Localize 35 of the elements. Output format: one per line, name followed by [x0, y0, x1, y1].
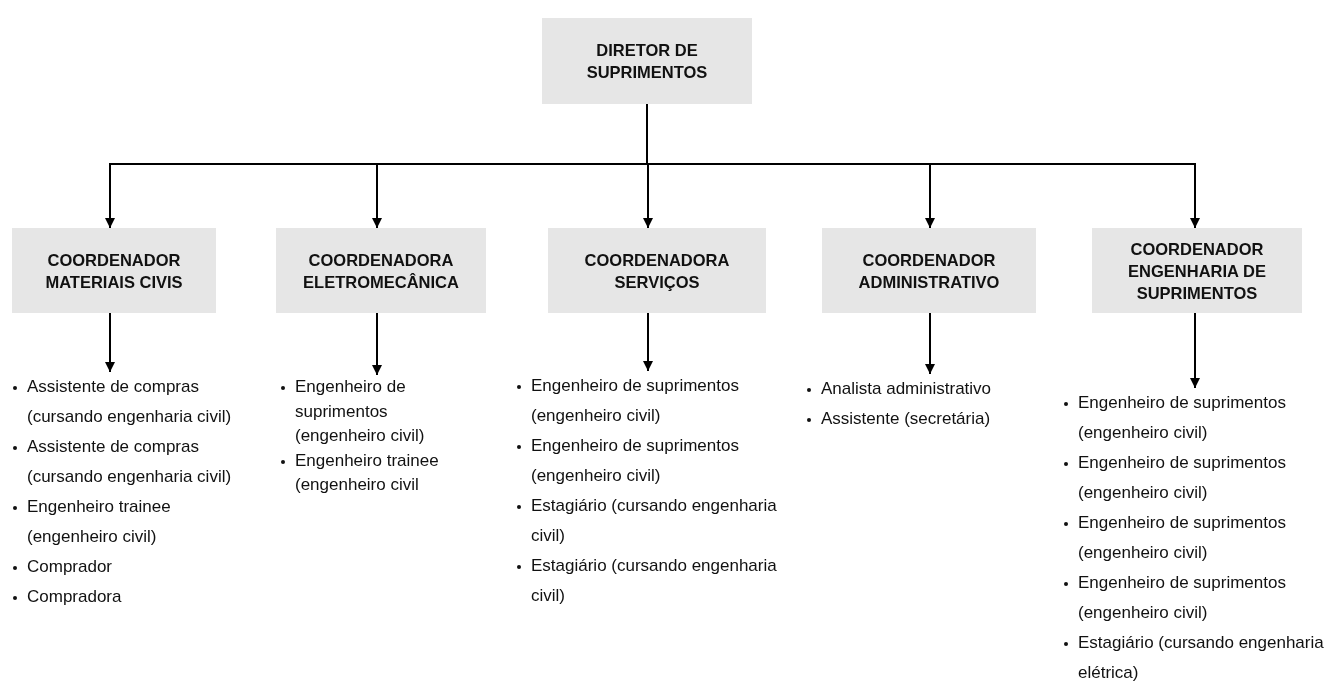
- staff-list-item: Estagiário (cursando engenharia civil): [514, 491, 794, 551]
- staff-list-item: Engenheiro de suprimentos (engenheiro civil): [1061, 448, 1332, 508]
- staff-list-item: Engenheiro trainee (engenheiro civil: [278, 448, 478, 498]
- arrow: [105, 312, 115, 373]
- position-box: [12, 228, 216, 313]
- arrow: [372, 312, 382, 376]
- position-box: [1092, 228, 1302, 313]
- arrow: [643, 312, 653, 372]
- staff-list-item: Assistente (secretária): [804, 404, 1039, 434]
- staff-list-item: Estagiário (cursando engenharia civil): [514, 551, 794, 611]
- staff-list-item: Engenheiro de suprimentos (engenheiro civil): [514, 431, 794, 491]
- staff-list-item: Engenheiro trainee (engenheiro civil): [10, 492, 245, 552]
- arrow: [1190, 312, 1200, 389]
- staff-list-item: Engenheiro de suprimentos (engenheiro civil): [1061, 388, 1332, 448]
- position-title: COORDENADORA ELETROMECÂNICA: [302, 249, 460, 293]
- position-title: COORDENADOR MATERIAIS CIVIS: [44, 249, 184, 293]
- position-title: COORDENADOR ADMINISTRATIVO: [857, 249, 1001, 293]
- position-box: [548, 228, 766, 313]
- staff-list-item: Engenheiro de suprimentos (engenheiro civil): [1061, 508, 1332, 568]
- staff-list-item: Engenheiro de suprimentos (engenheiro civil): [1061, 568, 1332, 628]
- position-box: [822, 228, 1036, 313]
- position-title: DIRETOR DE SUPRIMENTOS: [585, 40, 709, 83]
- position-title: COORDENADORA SERVIÇOS: [583, 249, 731, 293]
- staff-list-item: Compradora: [10, 582, 245, 612]
- position-title: COORDENADOR ENGENHARIA DE SUPRIMENTOS: [1127, 238, 1267, 304]
- staff-list-item: Assistente de compras (cursando engenharia civil): [10, 372, 245, 432]
- staff-list-item: Analista administrativo: [804, 374, 1039, 404]
- arrow: [925, 312, 935, 375]
- position-box: [276, 228, 486, 313]
- staff-list-item: Engenheiro de suprimentos (engenheiro civil): [278, 375, 478, 449]
- staff-list-item: Engenheiro de suprimentos (engenheiro civil): [514, 371, 794, 431]
- position-box: [542, 18, 752, 104]
- staff-list-item: Estagiário (cursando engenharia elétrica): [1061, 628, 1332, 683]
- staff-list-item: Assistente de compras (cursando engenharia civil): [10, 432, 245, 492]
- staff-list-item: Comprador: [10, 552, 245, 582]
